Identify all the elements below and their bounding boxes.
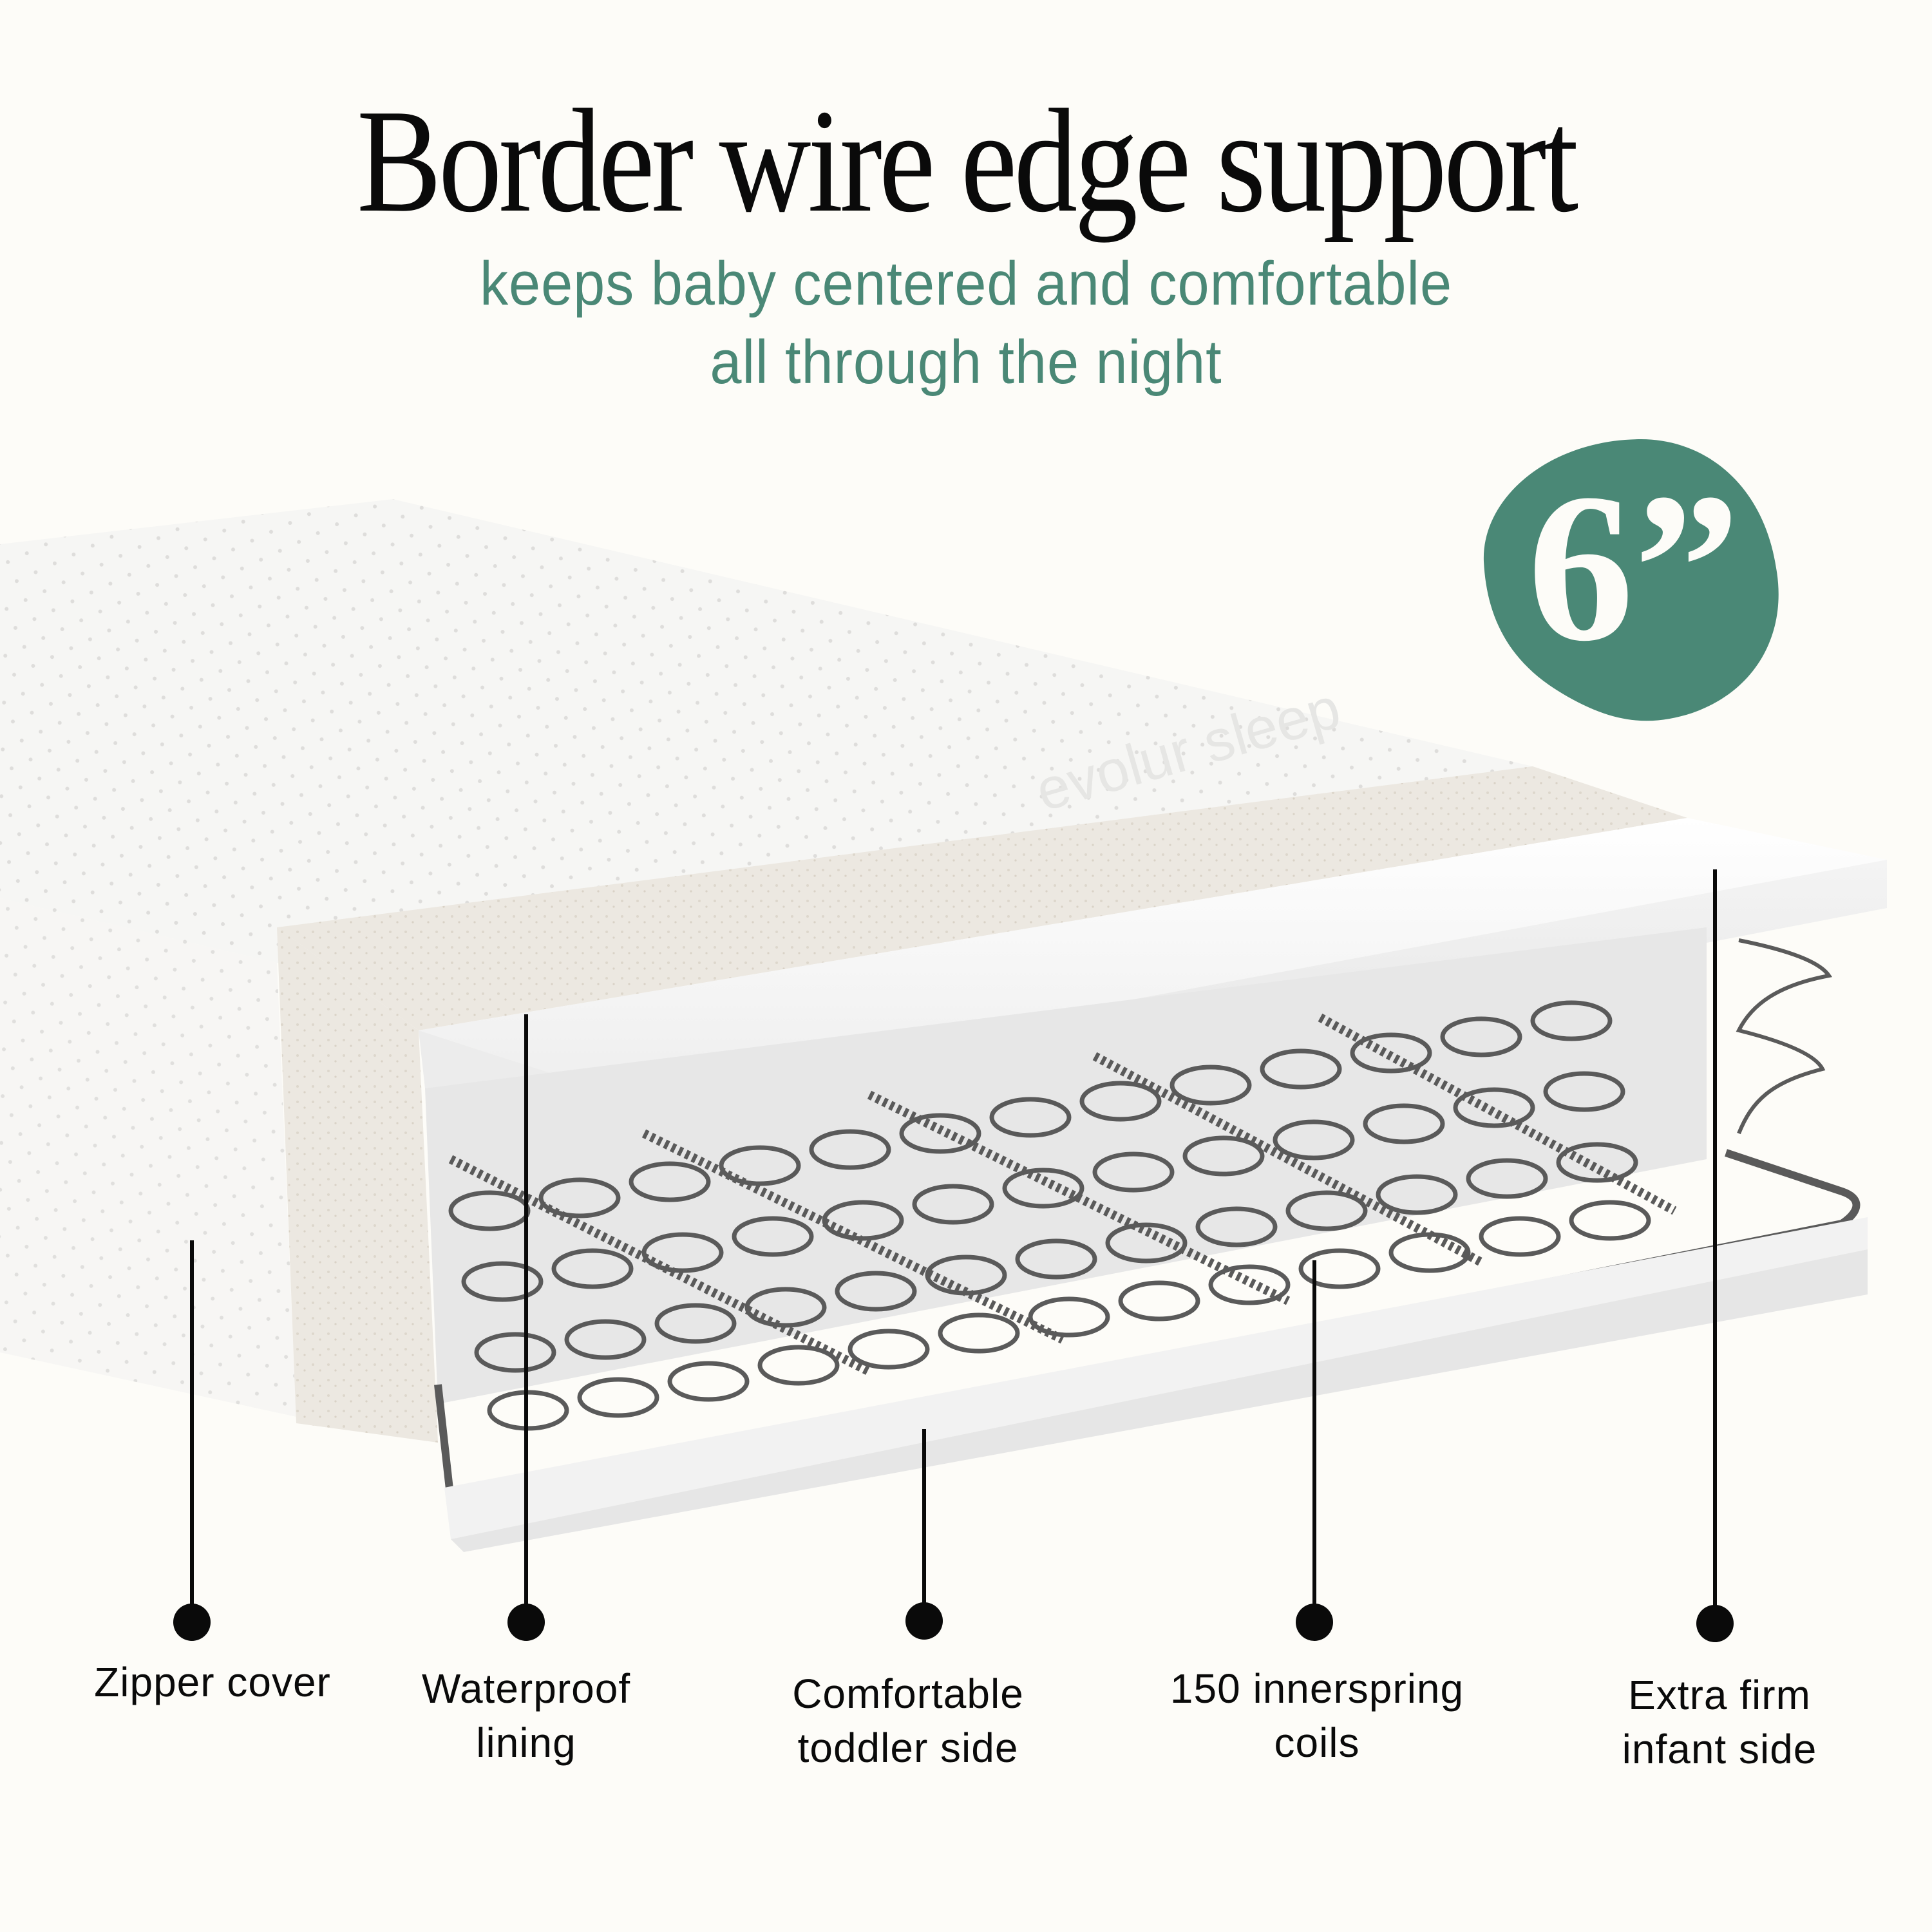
callout-line [1713,869,1717,1623]
callout-dot-icon [1296,1604,1333,1641]
callout-label: Waterproof lining [421,1665,631,1766]
badge-value: 6” [1528,450,1740,685]
callout-dot-icon [905,1602,943,1640]
callout-label: Extra firm infant side [1622,1672,1817,1772]
subtitle: keeps baby centered and comfortable all … [77,245,1855,402]
callout-dot-icon [507,1604,545,1641]
callout-label: 150 innerspring coils [1170,1665,1464,1766]
thickness-badge: 6” [1480,420,1788,728]
subtitle-line-1: keeps baby centered and comfortable [479,249,1453,318]
page-title: Border wire edge support [356,79,1578,243]
toddler-side-foam-shape [444,1217,1868,1552]
spring-unit-backing [425,927,1707,1404]
callout-label: Zipper cover [94,1659,331,1705]
callout-line [922,1429,926,1620]
callout-line [1312,1260,1316,1621]
mattress-illustration: evolur sleep [0,499,1887,1552]
subtitle-line-2: all through the night [710,328,1222,397]
callout-dot-icon [173,1604,211,1641]
callout-line [190,1240,194,1620]
callout-line [524,1014,528,1620]
badge-blob-shape [1483,439,1779,721]
callout-dot-icon [1696,1605,1734,1642]
waterproof-lining-shape [277,766,1687,1443]
callout-label: Comfortable toddler side [792,1671,1024,1771]
